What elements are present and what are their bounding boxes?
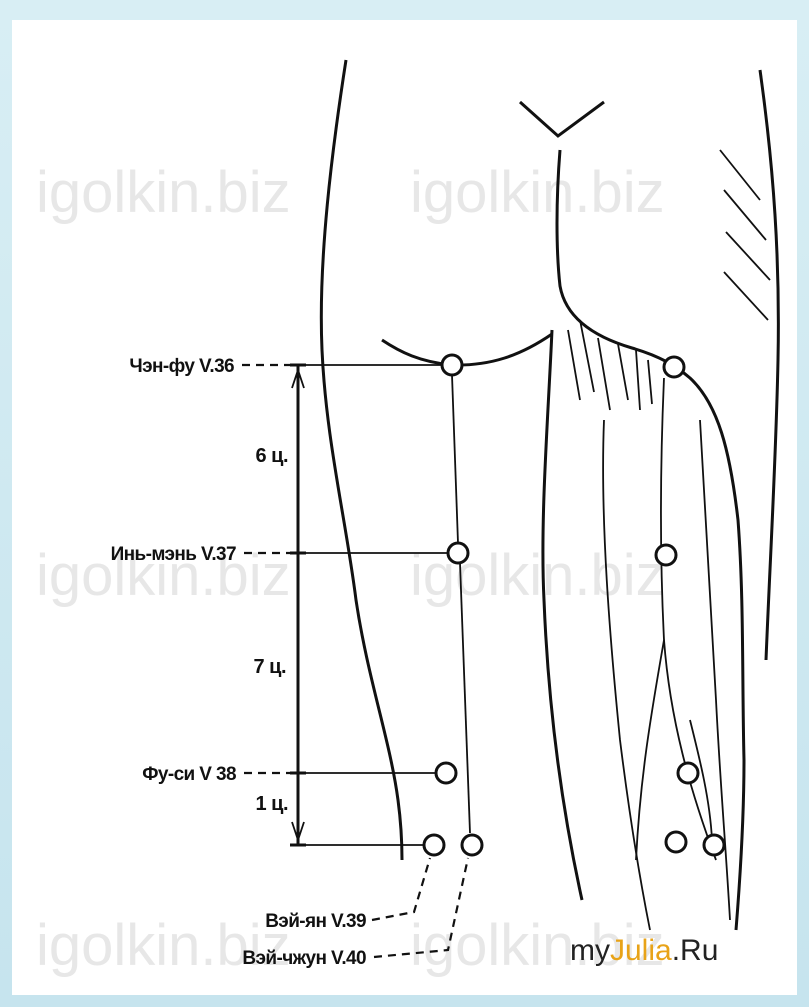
point-v38-side bbox=[436, 763, 456, 783]
point-v37-back bbox=[656, 545, 676, 565]
point-v39-side bbox=[424, 835, 444, 855]
watermark-text: igolkin.biz bbox=[410, 160, 665, 225]
watermark-text: igolkin.biz bbox=[36, 160, 291, 225]
point-v37-side bbox=[448, 543, 468, 563]
point-v36-side bbox=[442, 355, 462, 375]
site-logo: myJulia.Ru bbox=[570, 934, 718, 967]
logo-julia: Julia bbox=[610, 934, 672, 967]
point-v39-back bbox=[704, 835, 724, 855]
label-v36: Чэн-фу V.36 bbox=[129, 356, 234, 377]
label-v38: Фу-си V 38 bbox=[142, 764, 236, 785]
logo-text: myJulia.Ru bbox=[570, 934, 718, 967]
distance-6: 6 ц. bbox=[255, 445, 288, 467]
distance-1: 1 ц. bbox=[255, 793, 288, 815]
point-v40-back bbox=[666, 832, 686, 852]
point-v36-back bbox=[664, 357, 684, 377]
distance-7: 7 ц. bbox=[253, 656, 286, 678]
label-v37: Инь-мэнь V.37 bbox=[111, 544, 236, 565]
label-v39: Вэй-ян V.39 bbox=[265, 911, 366, 932]
logo-ru: .Ru bbox=[672, 934, 719, 967]
point-v40-side bbox=[462, 835, 482, 855]
point-v38-back bbox=[678, 763, 698, 783]
logo-my: my bbox=[570, 934, 610, 967]
label-v40: Вэй-чжун V.40 bbox=[242, 948, 366, 969]
